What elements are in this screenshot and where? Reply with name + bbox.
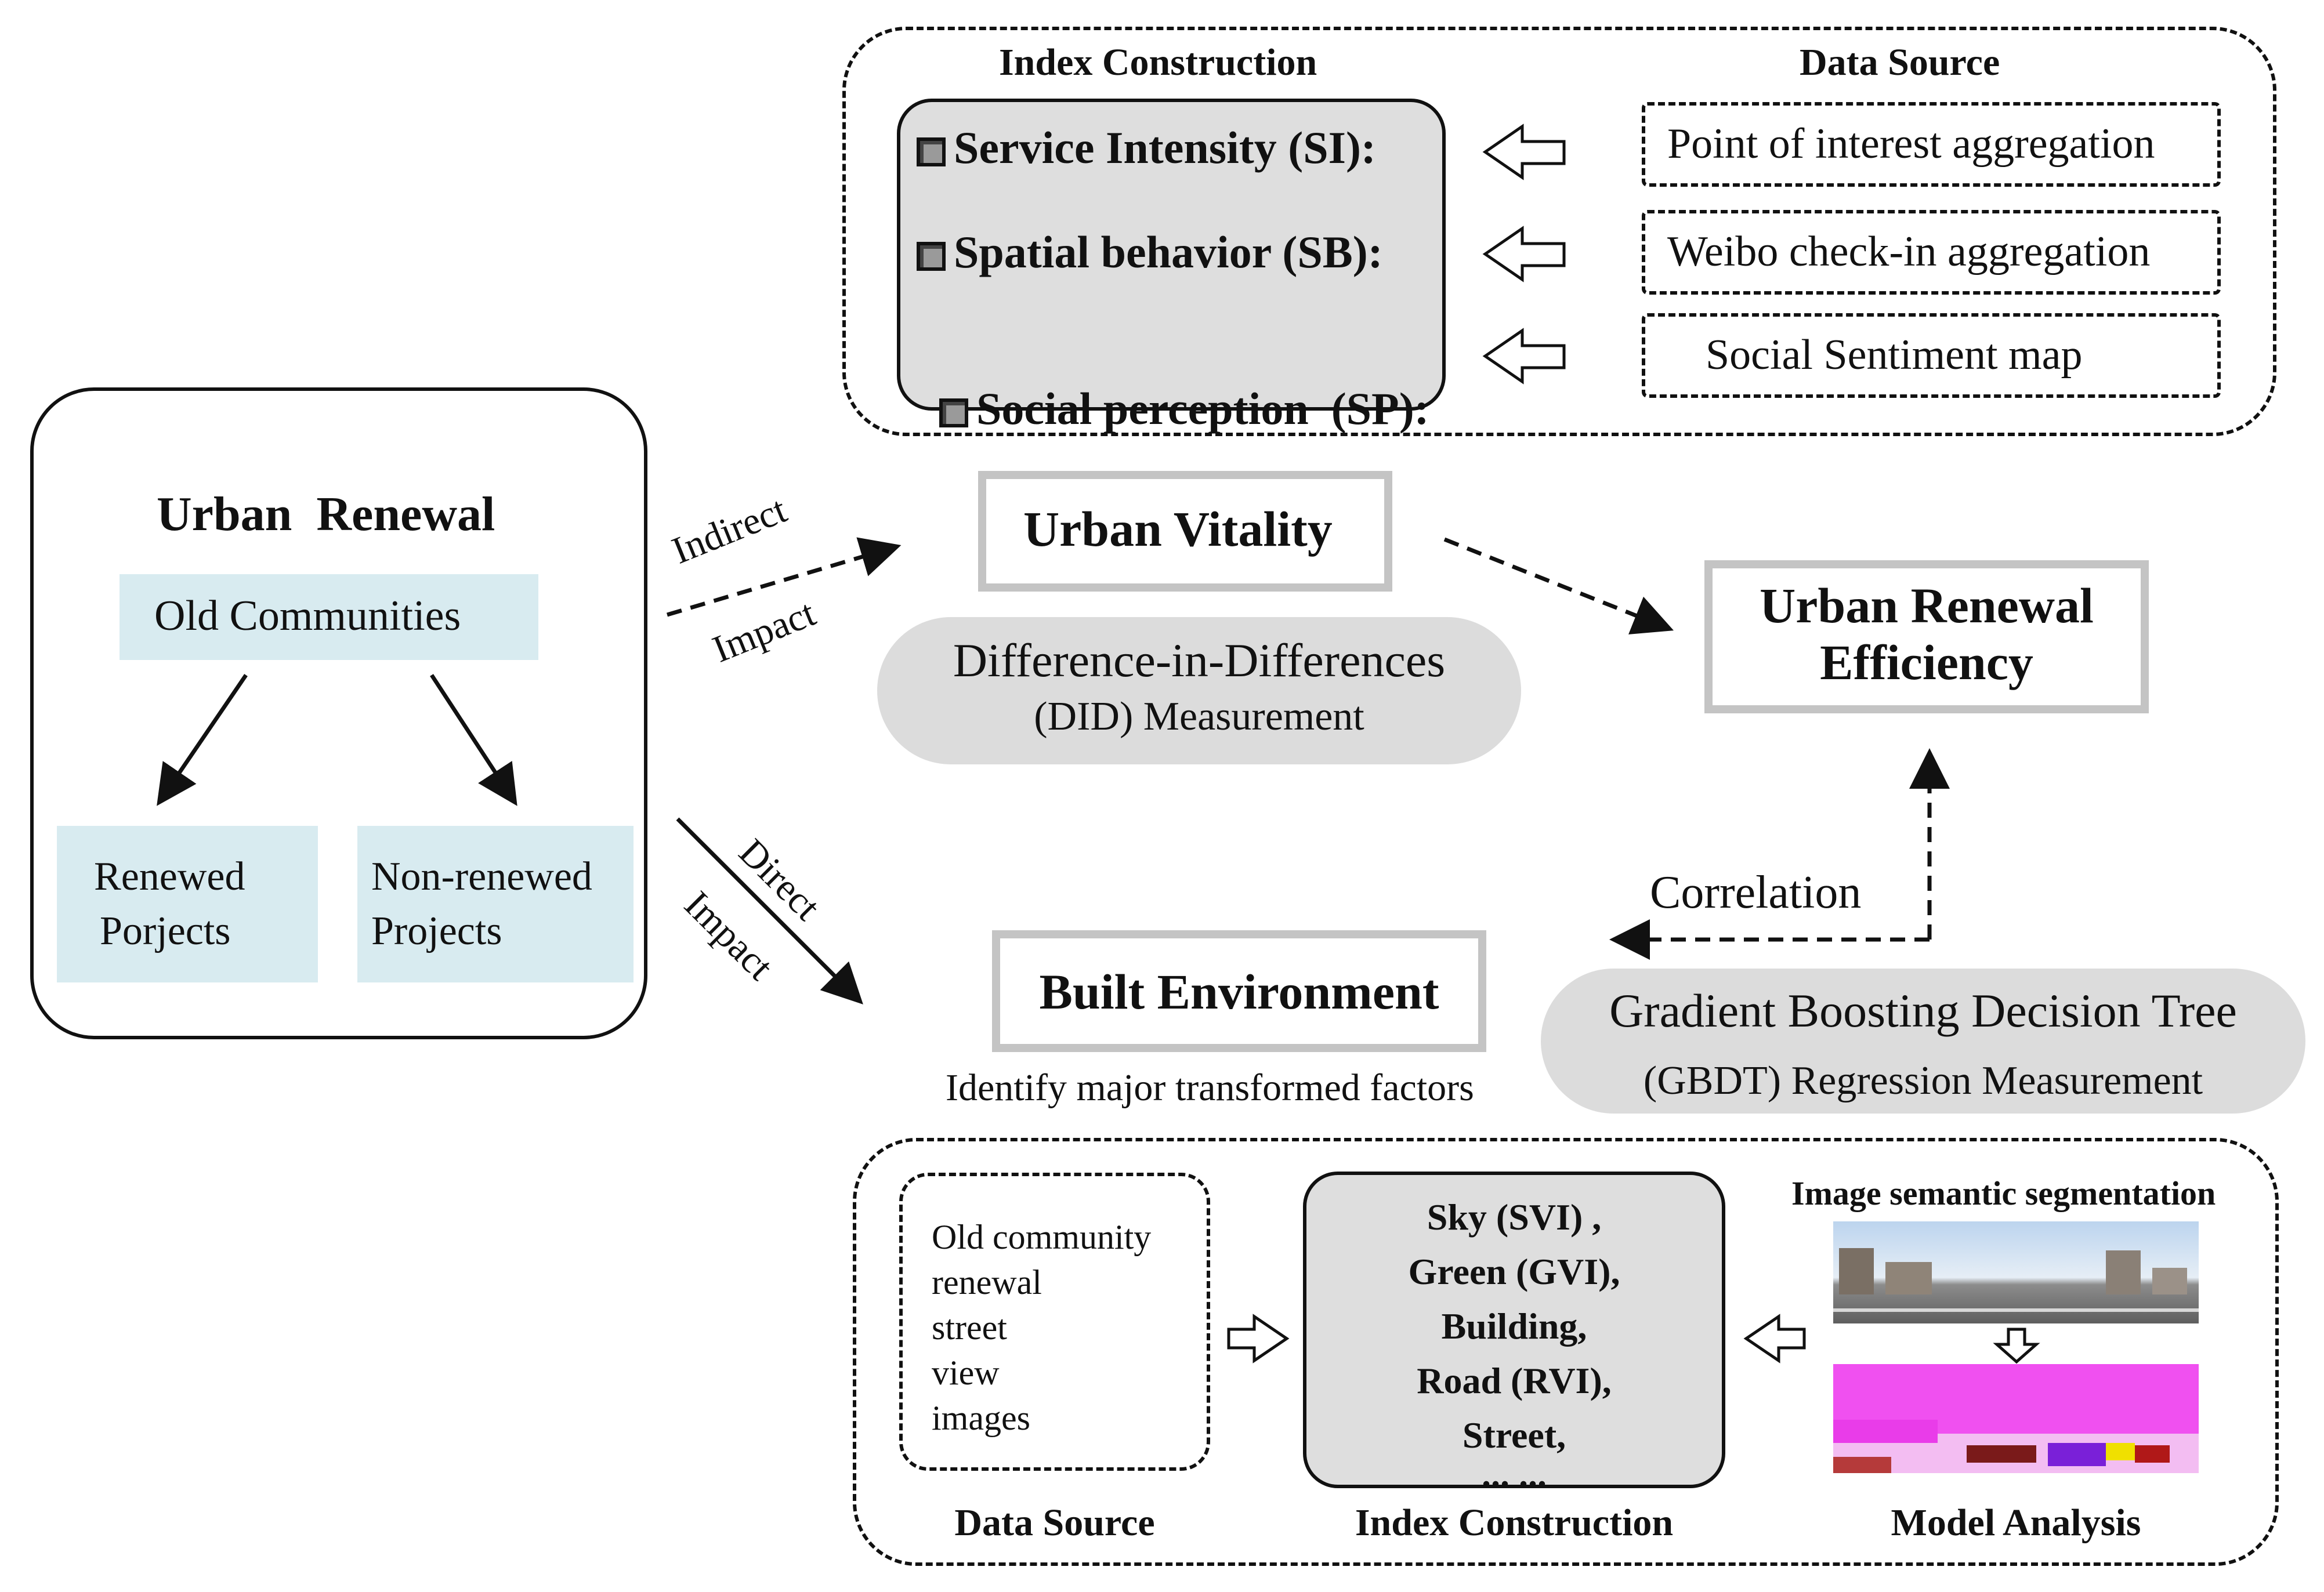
efficiency-line1: Urban Renewal: [1760, 578, 2094, 633]
hollow-arrow-left-icon: [1482, 328, 1566, 385]
segmentation-title: Image semantic segmentation: [1791, 1174, 2216, 1212]
checkbox-icon: [917, 242, 946, 271]
data-source-line: images: [932, 1399, 1030, 1437]
checkbox-icon: [939, 398, 968, 427]
data-source-sentiment: [1642, 313, 2221, 398]
bottom-data-source-text: Old community renewal street view images: [932, 1214, 1151, 1441]
renewed-projects-box: [57, 826, 318, 982]
bottom-data-source-box: [899, 1173, 1210, 1471]
bottom-label-data-source: Data Source: [954, 1502, 1155, 1544]
hollow-arrow-left-icon: [1743, 1314, 1806, 1363]
bottom-panel: [853, 1138, 2279, 1566]
index-item-label: Spatial behavior (SB):: [954, 227, 1383, 277]
top-index-box: [897, 99, 1446, 411]
checkbox-icon: [917, 137, 946, 166]
data-source-poi-label: Point of interest aggregation: [1667, 120, 2155, 168]
urban-renewal-box: [30, 387, 647, 1039]
data-source-line: street: [932, 1308, 1007, 1347]
top-index-header: Index Construction: [999, 41, 1317, 84]
street-view-image: [1833, 1221, 2199, 1323]
hollow-arrow-left-icon: [1482, 124, 1566, 180]
top-panel: [842, 27, 2276, 436]
vitality-to-efficiency-arrow: [1443, 537, 1674, 634]
did-pill: [877, 617, 1521, 764]
old-communities-box: [120, 574, 538, 660]
index-item-label: Service Intensity (SI):: [954, 122, 1376, 173]
efficiency-box: [1704, 560, 2149, 713]
indirect-impact-arrow: [667, 537, 902, 617]
arrow-to-renewed: [157, 674, 248, 806]
hollow-arrow-down-icon: [1993, 1328, 2040, 1364]
nonrenewed-label-2: Projects: [371, 909, 502, 953]
gbdt-line2: (GBDT) Regression Measurement: [1643, 1058, 2203, 1103]
bottom-index-text: Sky (SVI) , Green (GVI), Building, Road …: [1303, 1190, 1725, 1493]
bottom-label-model: Model Analysis: [1891, 1502, 2141, 1544]
index-line-sky: Sky (SVI) ,: [1427, 1196, 1602, 1238]
built-environment-subtitle: Identify major transformed factors: [946, 1067, 1474, 1109]
hollow-arrow-left-icon: [1482, 226, 1566, 282]
data-source-weibo: [1642, 210, 2221, 295]
nonrenewed-label-1: Non-renewed: [371, 854, 592, 899]
bottom-index-box: [1303, 1172, 1725, 1488]
index-item-si: Service Intensity (SI):: [917, 122, 1376, 174]
hollow-arrow-right-icon: [1227, 1314, 1290, 1363]
index-line-building: Building,: [1441, 1305, 1587, 1347]
data-source-line: view: [932, 1354, 1000, 1392]
gbdt-line1: Gradient Boosting Decision Tree: [1609, 984, 2237, 1037]
renewed-label-1: Renewed: [94, 854, 245, 899]
index-item-sb: Spatial behavior (SB):: [917, 226, 1383, 278]
data-source-weibo-label: Weibo check-in aggregation: [1667, 228, 2151, 275]
index-line-street: Street,: [1462, 1415, 1566, 1456]
bottom-label-index: Index Construction: [1355, 1502, 1674, 1544]
segmentation-map-image: [1833, 1364, 2199, 1473]
data-source-poi: [1642, 102, 2221, 187]
index-item-label: Social perception (SP):: [976, 383, 1429, 434]
top-data-header: Data Source: [1800, 41, 2000, 84]
did-line2: (DID) Measurement: [1034, 694, 1364, 739]
nonrenewed-projects-box: [357, 826, 634, 982]
direct-impact-arrow: [676, 817, 863, 1004]
gbdt-pill: [1541, 969, 2305, 1114]
urban-renewal-title: Urban Renewal: [157, 487, 495, 541]
index-item-sp: Social perception (SP):: [917, 331, 1429, 435]
urban-vitality-box: [978, 471, 1392, 592]
data-source-sentiment-label: Social Sentiment map: [1706, 331, 2083, 379]
index-line-road: Road (RVI),: [1417, 1360, 1612, 1401]
efficiency-line2: Efficiency: [1820, 634, 2033, 690]
built-environment-title: Built Environment: [1039, 964, 1439, 1020]
did-line1: Difference-in-Differences: [953, 634, 1446, 687]
urban-vitality-title: Urban Vitality: [1023, 501, 1333, 557]
data-source-line: Old community: [932, 1218, 1152, 1256]
arrow-to-nonrenewed: [430, 674, 517, 806]
correlation-label: Correlation: [1650, 867, 1862, 918]
built-environment-box: [992, 930, 1486, 1052]
data-source-line: renewal: [932, 1263, 1042, 1301]
renewed-label-2: Porjects: [100, 909, 231, 953]
old-communities-label: Old Communities: [154, 592, 461, 640]
index-line-green: Green (GVI),: [1408, 1251, 1620, 1292]
